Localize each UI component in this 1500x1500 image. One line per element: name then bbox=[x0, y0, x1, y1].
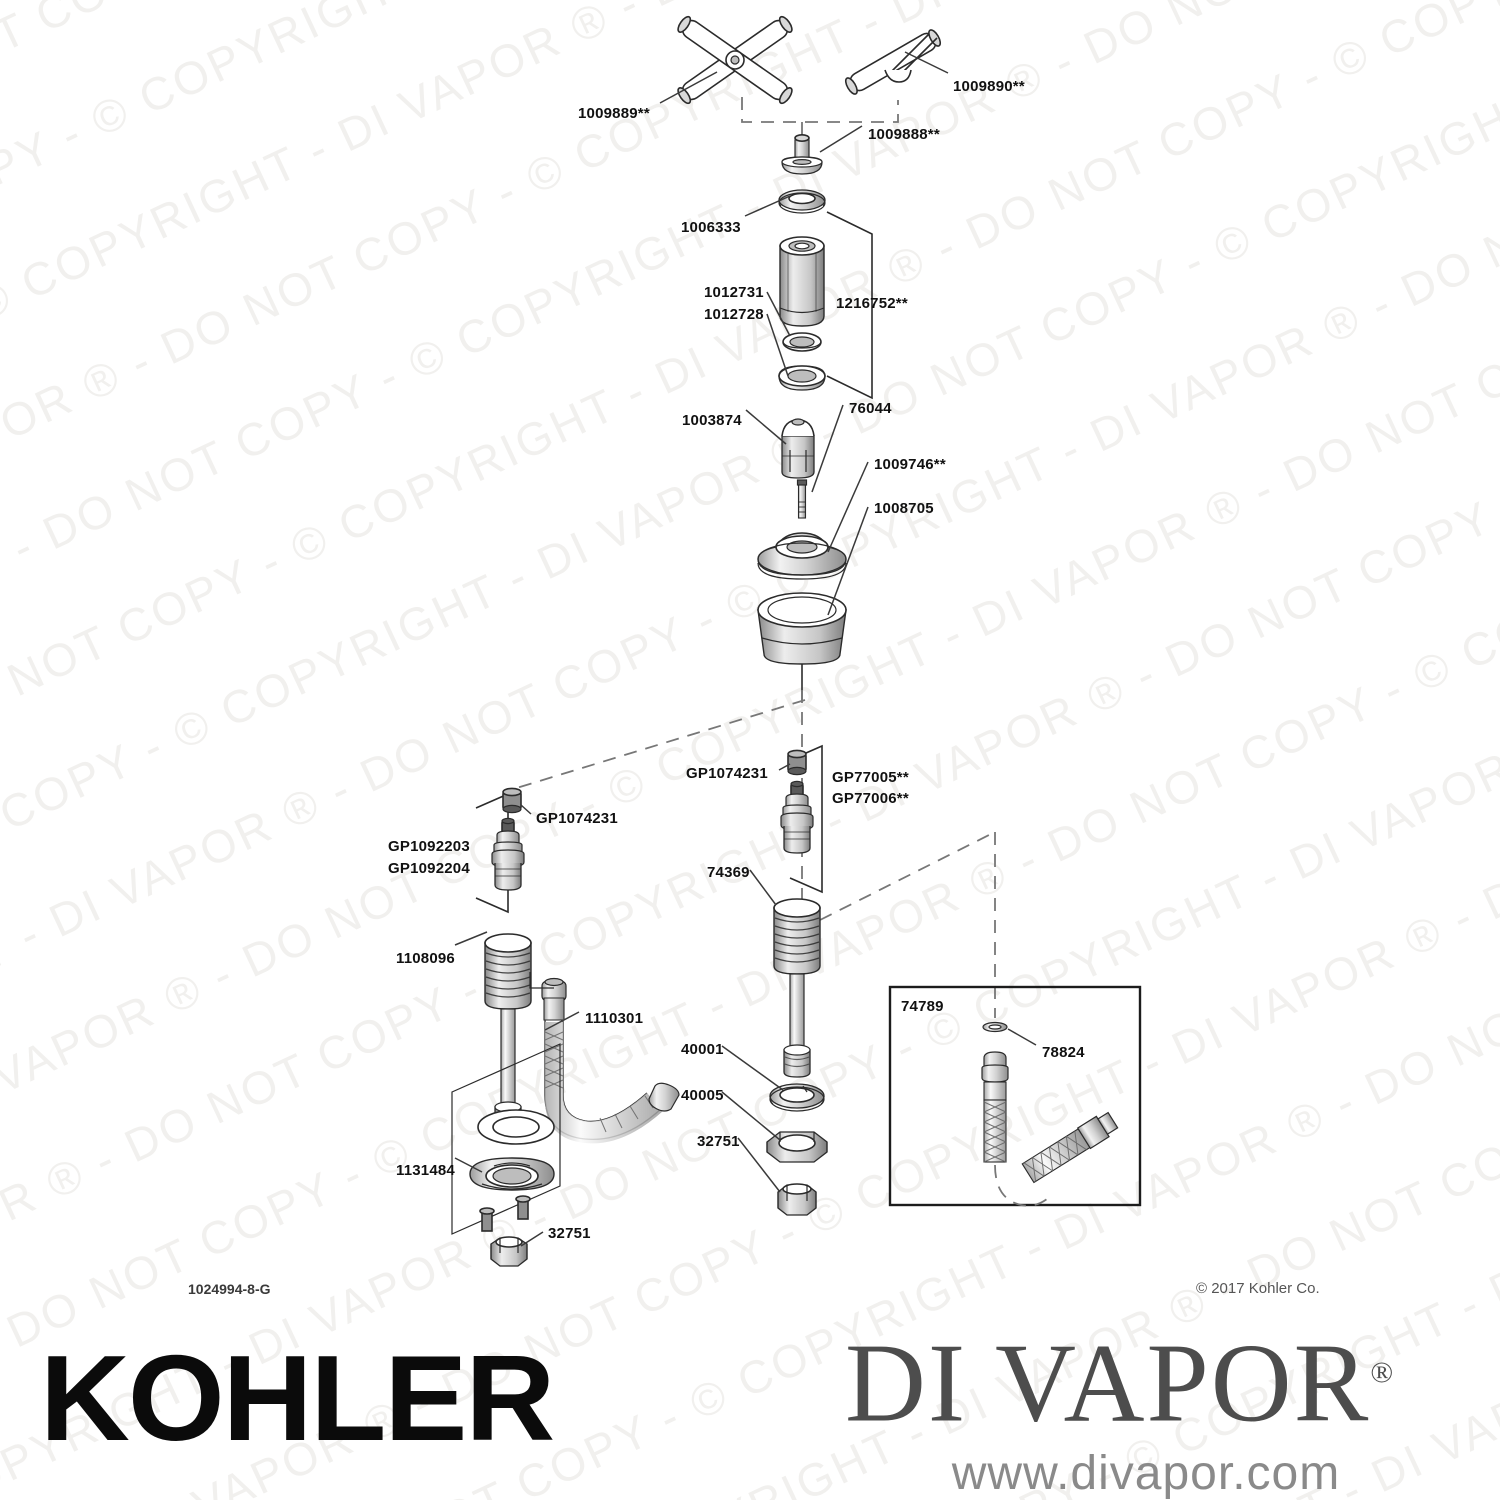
part-mounting-screws bbox=[479, 1195, 531, 1232]
part-label-gp1092204: GP1092204 bbox=[388, 860, 470, 877]
part-label-76044: 76044 bbox=[849, 400, 892, 417]
exploded-parts-drawing: .ln { stroke:#2b2b2b; stroke-width:1.6; … bbox=[451, 15, 1142, 1267]
part-cross-handle bbox=[677, 15, 793, 105]
divapor-wordmark: DI VAPOR® bbox=[845, 1314, 1485, 1442]
part-40001 bbox=[769, 1083, 825, 1112]
part-label-1108096: 1108096 bbox=[396, 950, 455, 967]
assembly-guide-right bbox=[819, 831, 996, 921]
part-label-1003874: 1003874 bbox=[682, 412, 742, 429]
part-gp1074231-right bbox=[787, 749, 807, 776]
part-32751-bottom bbox=[490, 1236, 528, 1267]
part-label-1008705: 1008705 bbox=[874, 500, 934, 517]
part-label-gp77005: GP77005** bbox=[832, 769, 909, 786]
part-gasket-ring bbox=[477, 1109, 555, 1145]
part-label-gp77006: GP77006** bbox=[832, 790, 909, 807]
part-1008705 bbox=[757, 592, 847, 665]
part-label-1009888: 1009888** bbox=[868, 126, 940, 143]
inset-contents bbox=[981, 1021, 1119, 1207]
kohler-logo: KOHLER bbox=[40, 1330, 555, 1466]
part-1108096 bbox=[484, 933, 532, 1133]
divapor-url: www.divapor.com bbox=[951, 1447, 1341, 1500]
drawing-number: 1024994-8-G bbox=[188, 1281, 271, 1297]
part-label-1012731: 1012731 bbox=[704, 284, 764, 301]
part-label-1110301: 1110301 bbox=[585, 1010, 644, 1027]
part-label-1006333: 1006333 bbox=[681, 219, 741, 236]
part-label-40001: 40001 bbox=[681, 1041, 724, 1058]
divapor-wordmark-text: DI VAPOR bbox=[845, 1321, 1371, 1446]
part-1006333 bbox=[778, 189, 826, 214]
part-label-gp1074231: GP1074231 bbox=[536, 810, 618, 827]
part-label-74369: 74369 bbox=[707, 864, 750, 881]
part-1012731 bbox=[782, 332, 822, 352]
part-label-1131484: 1131484 bbox=[396, 1162, 455, 1179]
part-label-1012728: 1012728 bbox=[704, 306, 764, 323]
footer-bar: KOHLER DI VAPOR® www.divapor.com bbox=[0, 1310, 1500, 1500]
copyright-notice: © 2017 Kohler Co. bbox=[1196, 1280, 1320, 1297]
part-label-32751: 32751 bbox=[697, 1133, 740, 1150]
part-1131484 bbox=[469, 1157, 555, 1191]
part-74369 bbox=[773, 898, 821, 1078]
part-label-40005: 40005 bbox=[681, 1087, 724, 1104]
part-label-1216752: 1216752** bbox=[836, 295, 908, 312]
inset-box-74789 bbox=[888, 985, 1142, 1207]
kit-bracket-1216752 bbox=[826, 211, 873, 400]
part-label-1009889: 1009889** bbox=[578, 105, 650, 122]
part-gp77005 bbox=[780, 780, 814, 854]
kit-bracket-1131484 bbox=[451, 1043, 561, 1235]
part-1110301 bbox=[541, 977, 680, 1144]
part-1009746 bbox=[757, 532, 847, 580]
part-gp1092203 bbox=[491, 817, 525, 891]
part-label-gp1092203: GP1092203 bbox=[388, 838, 470, 855]
part-76044 bbox=[796, 479, 808, 519]
registered-trademark-icon: ® bbox=[1370, 1356, 1394, 1389]
assembly-guide-top bbox=[741, 97, 899, 123]
part-1009888 bbox=[781, 133, 823, 175]
part-32751-right bbox=[777, 1183, 817, 1216]
part-valve-body bbox=[779, 236, 825, 327]
part-1003874 bbox=[781, 418, 815, 479]
part-label-1009890: 1009890** bbox=[953, 78, 1025, 95]
assembly-guide-left bbox=[509, 699, 806, 791]
part-gp1074231-left bbox=[502, 787, 522, 814]
part-lever-handle bbox=[844, 29, 942, 95]
part-label-gp1074231: GP1074231 bbox=[686, 765, 768, 782]
part-40005 bbox=[766, 1131, 828, 1163]
part-label-74789: 74789 bbox=[901, 998, 944, 1015]
part-label-78824: 78824 bbox=[1042, 1044, 1085, 1061]
divapor-logo: DI VAPOR® www.divapor.com bbox=[845, 1314, 1485, 1500]
part-label-32751: 32751 bbox=[548, 1225, 591, 1242]
part-label-1009746: 1009746** bbox=[874, 456, 946, 473]
part-1012728 bbox=[778, 365, 826, 391]
